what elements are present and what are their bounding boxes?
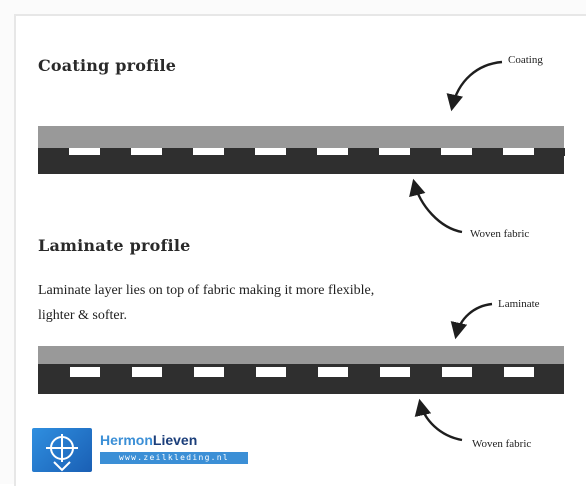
laminate-label: Laminate xyxy=(498,298,540,310)
coating-woven-arrow-icon xyxy=(409,178,463,234)
logo-wordmark: HermonLieven xyxy=(100,432,197,448)
logo-name-part1: Hermon xyxy=(100,432,153,448)
laminate-weave-gap xyxy=(194,367,224,377)
laminate-woven-fabric-label: Woven fabric xyxy=(472,438,532,450)
laminate-layer xyxy=(38,346,564,364)
coating-fabric-base xyxy=(38,155,564,174)
coating-weave-segment xyxy=(472,148,503,156)
coating-layer xyxy=(38,126,564,148)
coating-arrow-icon xyxy=(446,60,503,112)
laminate-fabric-base xyxy=(38,364,564,394)
coating-profile-title: Coating profile xyxy=(38,56,177,75)
logo-name-part2: Lieven xyxy=(152,432,198,448)
coating-woven-fabric-label: Woven fabric xyxy=(470,228,530,240)
coating-weave-segment xyxy=(100,148,131,156)
laminate-arrow-icon xyxy=(450,302,493,340)
laminate-profile-diagram xyxy=(38,346,564,394)
coating-label: Coating xyxy=(508,54,543,66)
coating-weave-segment xyxy=(286,148,317,156)
laminate-weave-gap xyxy=(380,367,410,377)
coating-profile-diagram xyxy=(38,126,565,174)
hermon-lieven-logo-icon xyxy=(32,428,92,472)
laminate-weave-gap xyxy=(318,367,348,377)
coating-weave-segment xyxy=(224,148,255,156)
coating-fabric-weave xyxy=(38,148,565,156)
laminate-profile-title: Laminate profile xyxy=(38,236,191,255)
laminate-weave-gap xyxy=(504,367,534,377)
coating-weave-segment xyxy=(348,148,379,156)
laminate-weave-gap xyxy=(132,367,162,377)
diagram-card xyxy=(14,14,586,486)
logo-url: www.zeilkleding.nl xyxy=(100,452,248,464)
coating-weave-segment xyxy=(534,148,565,156)
compass-icon xyxy=(46,434,78,472)
coating-weave-segment xyxy=(410,148,441,156)
laminate-weave-gap xyxy=(70,367,100,377)
laminate-weave-gap xyxy=(256,367,286,377)
laminate-woven-arrow-icon xyxy=(414,398,463,442)
laminate-fabric-weave-gaps xyxy=(70,367,534,377)
laminate-weave-gap xyxy=(442,367,472,377)
coating-weave-segment xyxy=(38,148,69,156)
coating-weave-segment xyxy=(162,148,193,156)
laminate-description: Laminate layer lies on top of fabric mak… xyxy=(38,283,375,323)
